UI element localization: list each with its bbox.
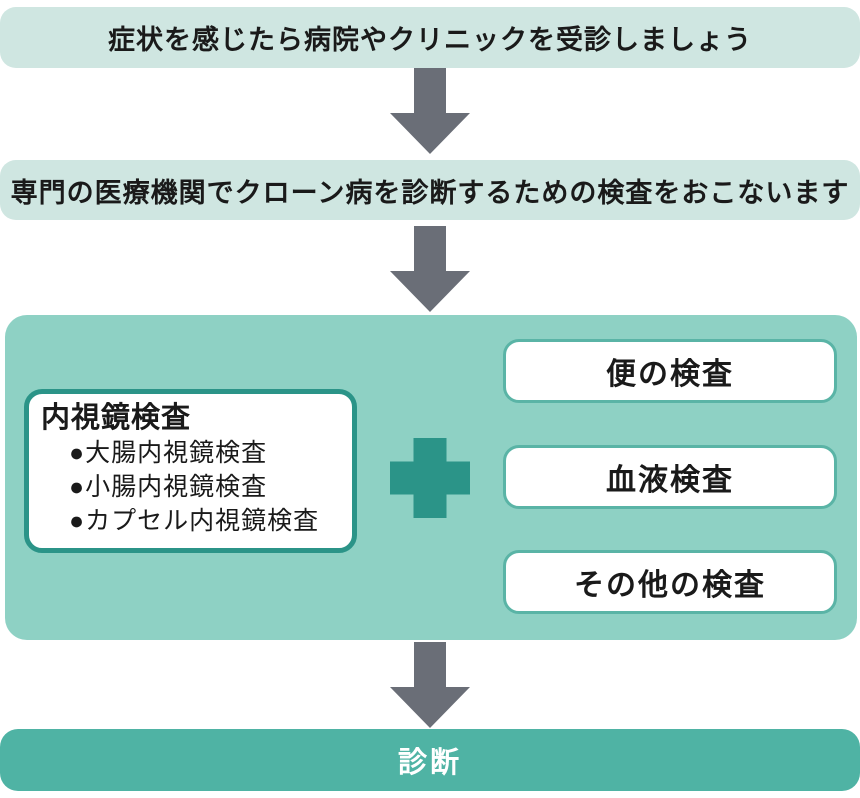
stool-test-label: 便の検査	[606, 358, 734, 391]
step-1-text: 症状を感じたら病院やクリニックを受診しましょう	[108, 25, 752, 55]
down-arrow-icon	[390, 68, 470, 154]
step-1-banner: 症状を感じたら病院やクリニックを受診しましょう	[0, 7, 860, 68]
other-test-label: その他の検査	[574, 569, 766, 602]
diagnosis-label: 診断	[397, 747, 462, 779]
down-arrow-icon	[390, 226, 470, 312]
endoscopy-item: ●小腸内視鏡検査	[69, 473, 268, 501]
plus-cross-icon	[390, 438, 470, 518]
blood-test-label: 血液検査	[606, 464, 734, 497]
down-arrow-icon	[390, 642, 470, 728]
step-2-banner: 専門の医療機関でクローン病を診断するための検査をおこないます	[0, 160, 860, 220]
endoscopy-box: 内視鏡検査 ●大腸内視鏡検査 ●小腸内視鏡検査 ●カプセル内視鏡検査	[24, 389, 357, 553]
step-2-text: 専門の医療機関でクローン病を診断するための検査をおこないます	[10, 177, 850, 208]
endoscopy-title: 内視鏡検査	[41, 402, 192, 434]
blood-test-box: 血液検査	[503, 445, 837, 509]
endoscopy-item: ●カプセル内視鏡検査	[69, 507, 320, 535]
stool-test-box: 便の検査	[503, 339, 837, 403]
endoscopy-list: ●大腸内視鏡検査 ●小腸内視鏡検査 ●カプセル内視鏡検査	[69, 436, 342, 538]
other-test-box: その他の検査	[503, 550, 837, 614]
diagnosis-banner: 診断	[0, 729, 860, 791]
endoscopy-item: ●大腸内視鏡検査	[69, 439, 268, 467]
